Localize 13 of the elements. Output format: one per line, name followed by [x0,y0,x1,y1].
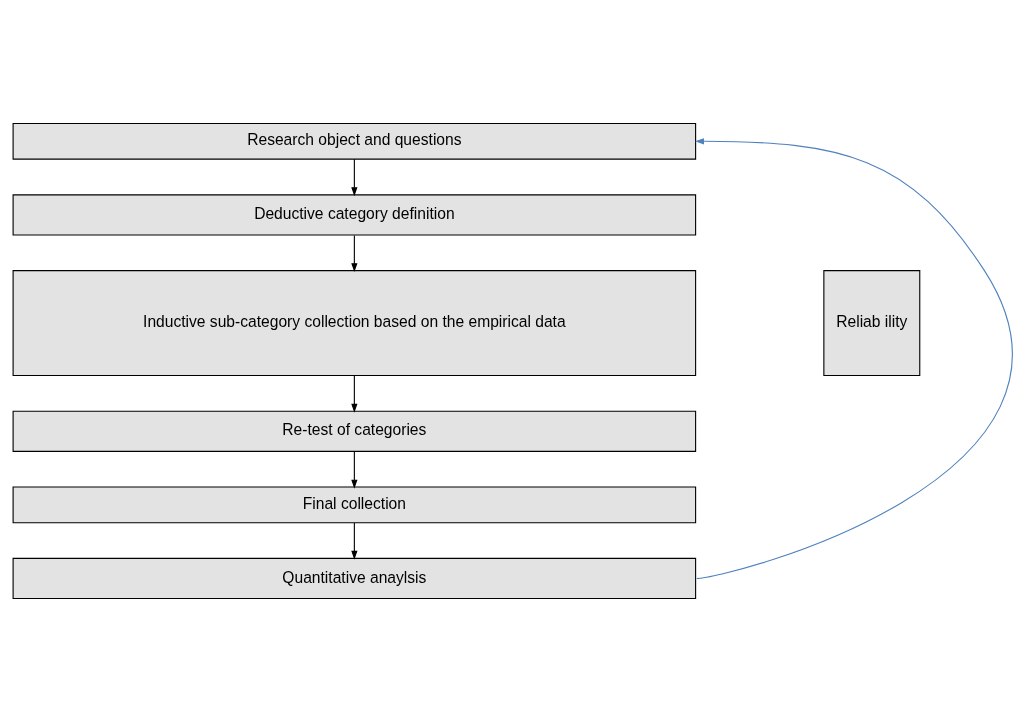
arrow [351,521,358,560]
node-box: Inductive sub-category collection based on the empirical data [12,269,697,376]
node-box: Deductive category definition [12,193,697,236]
node-box: Research object and questions [12,122,697,160]
arrow [695,137,1013,579]
arrow [351,450,358,489]
arrow [351,374,358,413]
node-box: Reliab ility [823,269,921,376]
node-box: Re-test of categories [12,410,697,452]
arrow [351,158,358,196]
arrow [351,234,358,272]
node-box: Quantitative anaylsis [12,557,697,599]
node-box: Final collection [12,485,697,523]
